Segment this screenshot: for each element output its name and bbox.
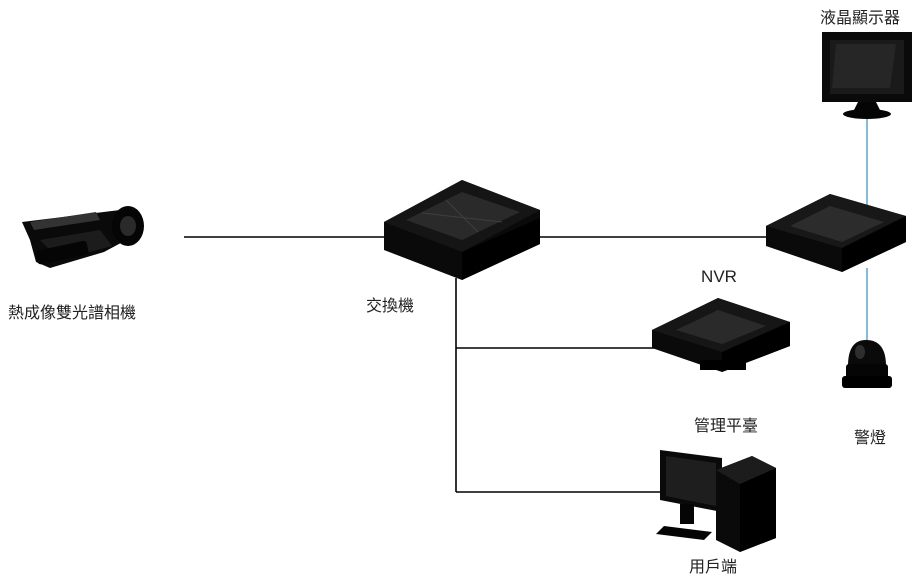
desktop-pc-icon bbox=[656, 450, 776, 552]
connections bbox=[184, 118, 868, 493]
network-switch-icon bbox=[384, 180, 540, 280]
nvr-recorder-icon bbox=[652, 298, 790, 372]
thermal-bullet-camera-icon bbox=[22, 206, 144, 268]
alarm-light-icon bbox=[842, 340, 892, 388]
switch-label: 交換機 bbox=[365, 296, 415, 315]
client-label: 用戶端 bbox=[688, 557, 738, 576]
nvr-label: NVR bbox=[701, 267, 737, 286]
monitor-label: 液晶顯示器 bbox=[819, 8, 901, 27]
camera-label: 熱成像雙光譜相機 bbox=[8, 303, 137, 322]
alarm-label: 警燈 bbox=[853, 428, 887, 447]
management-label: 管理平臺 bbox=[693, 416, 759, 435]
decoder-box-icon bbox=[766, 194, 906, 272]
lcd-monitor-icon bbox=[822, 32, 912, 119]
